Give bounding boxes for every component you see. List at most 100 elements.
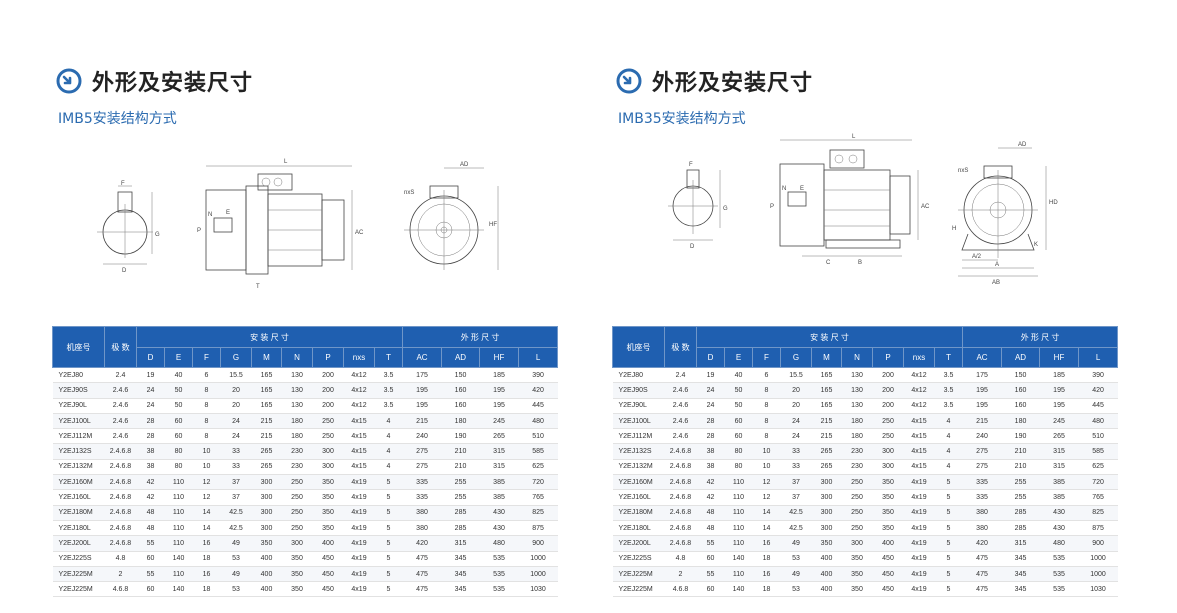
value-cell: 245 — [479, 413, 519, 430]
circular-arrow-icon — [616, 68, 642, 94]
value-cell: 5 — [934, 505, 963, 521]
value-cell: 5 — [934, 520, 963, 537]
header-model: 机座号 — [612, 326, 665, 368]
value-cell: 350 — [872, 474, 904, 491]
dim-label-e: E — [226, 210, 230, 216]
panel-imb35: 外形及安装尺寸 IMB35安装结构方式 F G D L — [612, 0, 1172, 613]
value-cell: 130 — [841, 382, 873, 399]
dim-label-c: C — [826, 260, 831, 266]
value-cell: 510 — [1078, 428, 1118, 445]
value-cell: 110 — [724, 535, 753, 552]
poles-cell: 2.4.6 — [664, 382, 697, 399]
value-cell: 400 — [312, 535, 344, 552]
dim-label-e: E — [800, 186, 804, 192]
flange-end-view: AD HF nxS — [404, 162, 499, 270]
value-cell: 20 — [220, 398, 252, 414]
value-cell: 49 — [220, 566, 252, 583]
value-cell: 38 — [136, 459, 165, 476]
value-cell: 180 — [841, 413, 873, 430]
poles-cell: 2.4.6 — [664, 398, 697, 414]
dim-label-ad: AD — [460, 162, 469, 168]
model-cell: Y2EJ225M — [52, 566, 105, 583]
value-cell: 110 — [164, 535, 193, 552]
value-cell: 475 — [962, 551, 1002, 567]
col-header: P — [312, 347, 344, 368]
value-cell: 28 — [696, 413, 725, 430]
value-cell: 300 — [312, 459, 344, 476]
value-cell: 4x12 — [343, 382, 375, 399]
value-cell: 110 — [724, 566, 753, 583]
value-cell: 42 — [136, 474, 165, 491]
value-cell: 60 — [136, 551, 165, 567]
value-cell: 8 — [192, 413, 221, 430]
dim-label-n: N — [782, 186, 786, 192]
value-cell: 180 — [281, 413, 313, 430]
col-header: AD — [1001, 347, 1041, 368]
value-cell: 250 — [281, 474, 313, 491]
poles-cell: 4.6.8 — [664, 581, 697, 598]
value-cell: 42 — [696, 489, 725, 506]
value-cell: 825 — [518, 505, 558, 521]
poles-cell: 2.4.6.8 — [664, 459, 697, 476]
value-cell: 200 — [872, 367, 904, 384]
value-cell: 230 — [281, 459, 313, 476]
value-cell: 350 — [841, 581, 873, 598]
dim-label-l: L — [852, 134, 856, 140]
value-cell: 275 — [962, 443, 1002, 460]
value-cell: 200 — [872, 382, 904, 399]
model-cell: Y2EJ180M — [612, 505, 665, 521]
value-cell: 210 — [441, 459, 480, 476]
value-cell: 19 — [696, 367, 725, 384]
value-cell: 19 — [136, 367, 165, 384]
value-cell: 4x19 — [903, 551, 935, 567]
poles-cell: 4.8 — [104, 551, 137, 567]
model-cell: Y2EJ200L — [612, 535, 665, 552]
value-cell: 300 — [251, 489, 282, 506]
value-cell: 200 — [872, 398, 904, 414]
value-cell: 4 — [374, 443, 403, 460]
model-cell: Y2EJ132S — [52, 443, 105, 460]
value-cell: 8 — [752, 413, 781, 430]
value-cell: 265 — [811, 459, 842, 476]
value-cell: 350 — [841, 566, 873, 583]
value-cell: 20 — [780, 382, 812, 399]
value-cell: 480 — [1078, 413, 1118, 430]
value-cell: 335 — [402, 489, 442, 506]
value-cell: 245 — [1039, 413, 1079, 430]
value-cell: 250 — [841, 489, 873, 506]
col-header: AC — [962, 347, 1003, 368]
value-cell: 625 — [1078, 459, 1118, 476]
value-cell: 24 — [136, 398, 165, 414]
header-columns-row: D E F G M N P nxs T AC AD HF L — [53, 347, 559, 368]
col-header: M — [811, 347, 842, 368]
value-cell: 4x19 — [343, 581, 375, 598]
value-cell: 350 — [872, 489, 904, 506]
value-cell: 4x15 — [343, 413, 375, 430]
model-cell: Y2EJ225M — [612, 566, 665, 583]
poles-cell: 2.4.6.8 — [664, 520, 697, 537]
shaft-end-view: F G D — [668, 162, 728, 250]
poles-cell: 2.4.6.8 — [104, 535, 137, 552]
value-cell: 42.5 — [220, 520, 252, 537]
value-cell: 4x19 — [343, 520, 375, 537]
value-cell: 4x19 — [343, 505, 375, 521]
value-cell: 5 — [374, 551, 403, 567]
value-cell: 55 — [136, 535, 165, 552]
value-cell: 195 — [479, 398, 519, 414]
value-cell: 430 — [1039, 520, 1079, 537]
value-cell: 400 — [811, 566, 842, 583]
value-cell: 42.5 — [780, 520, 812, 537]
value-cell: 5 — [374, 489, 403, 506]
value-cell: 175 — [402, 367, 442, 384]
value-cell: 180 — [281, 428, 313, 445]
foot-end-view: AD HD H nxS K A/2 A AB — [952, 142, 1058, 286]
value-cell: 14 — [192, 505, 221, 521]
value-cell: 50 — [724, 398, 753, 414]
model-cell: Y2EJ112M — [612, 428, 665, 445]
value-cell: 240 — [402, 428, 442, 445]
model-cell: Y2EJ225M — [52, 581, 105, 598]
